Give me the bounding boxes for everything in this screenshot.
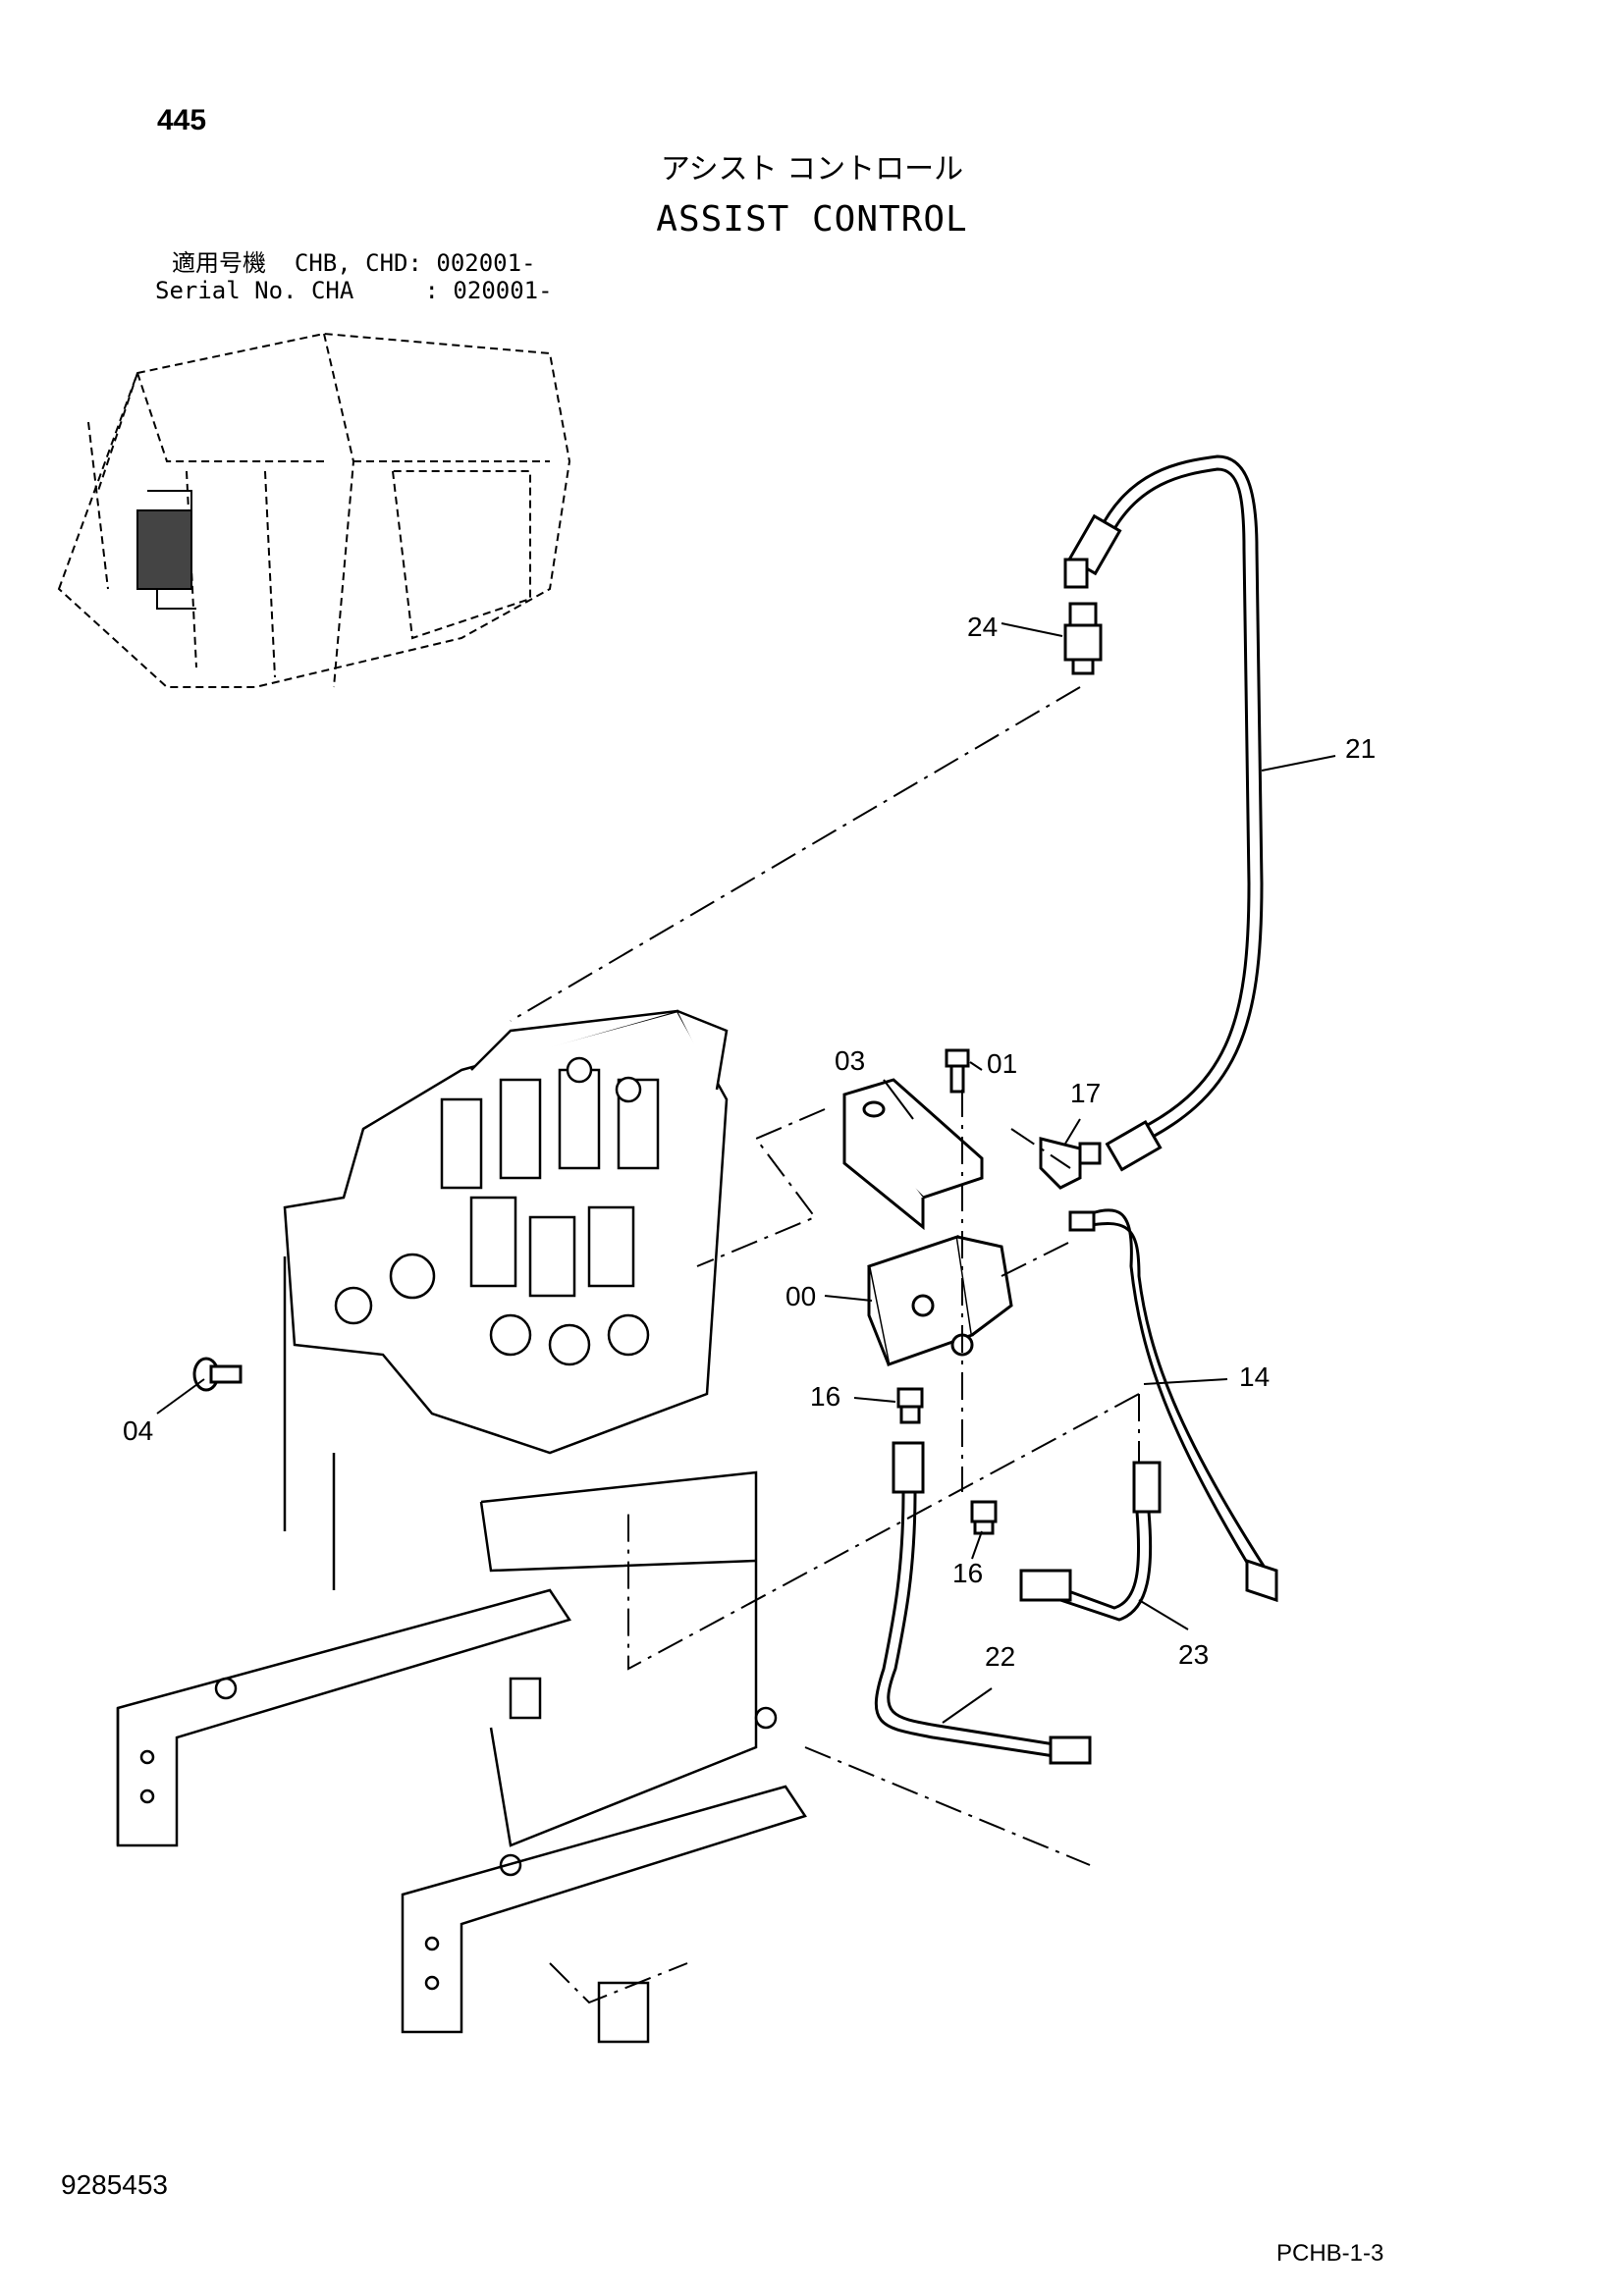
serial-line-1: 適用号機 CHB, CHD: 002001-: [172, 249, 536, 277]
control-valve-assembly: [283, 1009, 729, 1455]
harness-14: [1068, 1208, 1278, 1603]
label-16-lower: 16: [952, 1558, 983, 1588]
bolt-01: [945, 1048, 970, 1094]
label-24: 24: [967, 612, 998, 642]
label-01: 01: [987, 1048, 1017, 1079]
locator-highlight: [136, 490, 196, 610]
label-00: 00: [785, 1281, 816, 1311]
label-14: 14: [1239, 1362, 1270, 1392]
hose-23: [1019, 1461, 1162, 1622]
connection-lines: [510, 686, 1140, 2004]
footer-code: PCHB-1-3: [1276, 2240, 1384, 2267]
valve-block-00: [867, 1235, 1013, 1366]
label-04: 04: [123, 1415, 153, 1446]
bracket-03: [842, 1078, 984, 1231]
hose-21-fittings: [1063, 513, 1163, 1172]
label-03: 03: [835, 1045, 865, 1076]
title-english: ASSIST CONTROL: [656, 199, 968, 240]
label-16-upper: 16: [810, 1381, 840, 1412]
label-21: 21: [1345, 733, 1376, 764]
fitting-24: [1063, 602, 1103, 675]
label-17: 17: [1070, 1078, 1101, 1108]
leader-lines: [156, 622, 1336, 1724]
hose-21: [1098, 454, 1264, 1150]
title-japanese: アシスト コントロール: [660, 152, 964, 187]
label-22: 22: [985, 1641, 1015, 1672]
bolt-04: [192, 1357, 243, 1392]
locator-thumbnail: [57, 332, 571, 688]
page-number: 445: [157, 104, 207, 136]
label-23: 23: [1178, 1639, 1209, 1670]
elbow-17: [1039, 1137, 1102, 1190]
document-number: 9285453: [61, 2169, 169, 2200]
fitting-16: [896, 1387, 998, 1535]
hose-22: [874, 1441, 1092, 1765]
serial-line-2: Serial No. CHA : 020001-: [155, 277, 553, 304]
support-stand: [116, 1256, 807, 2044]
